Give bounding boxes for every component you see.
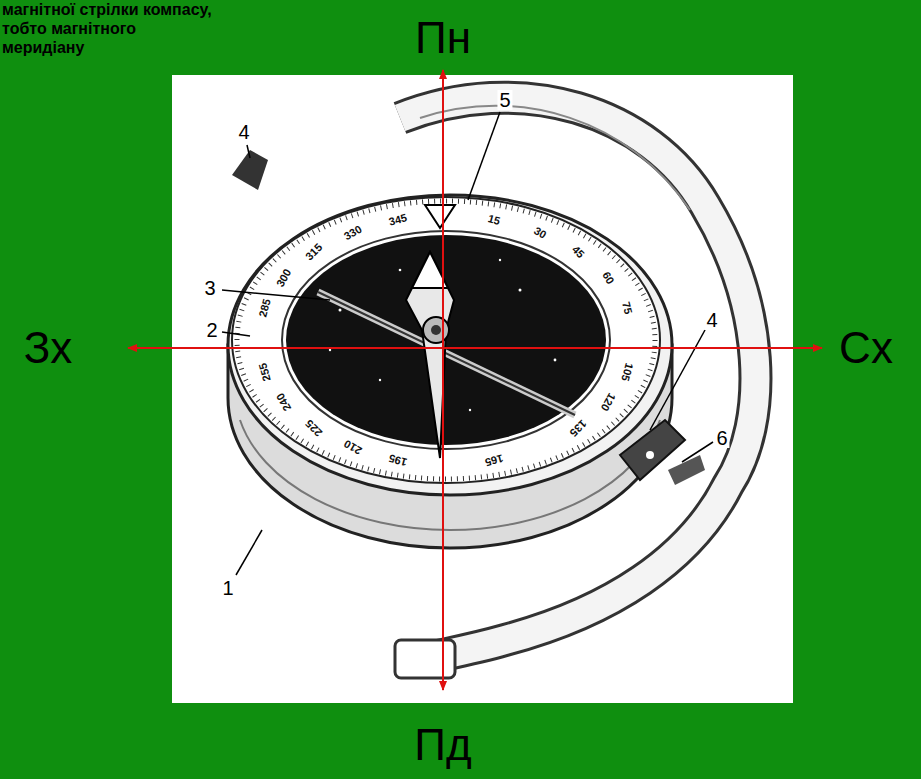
pivot-center <box>431 325 441 335</box>
note-text: магнітної стрілки компасу, тобто магнітн… <box>2 0 214 58</box>
callout-number: 4 <box>704 310 719 330</box>
dial-ring <box>232 197 660 483</box>
needle-pivot <box>423 317 449 343</box>
direction-label: Пн <box>415 16 471 60</box>
north-south-arrow <box>442 70 444 690</box>
callout-number: 1 <box>220 578 235 598</box>
direction-label: Зх <box>24 326 73 370</box>
front-sight <box>425 205 455 228</box>
magnetic-needle <box>406 252 454 458</box>
picture-ground <box>172 75 793 703</box>
clip-rivet <box>646 451 654 459</box>
callout-number: 5 <box>497 90 512 110</box>
callout-number: 4 <box>236 122 251 142</box>
callout-number: 6 <box>714 428 729 448</box>
direction-label: Пд <box>414 723 471 767</box>
buckle <box>395 640 455 678</box>
callout-number: 3 <box>202 278 217 298</box>
body-rim <box>228 195 672 495</box>
leader-lines <box>222 112 713 575</box>
west-east-arrow <box>128 347 822 349</box>
dial-number: 75 <box>620 301 634 316</box>
dial-ticks <box>237 201 655 479</box>
callout-number: 2 <box>204 320 219 340</box>
direction-label: Сх <box>839 326 893 370</box>
